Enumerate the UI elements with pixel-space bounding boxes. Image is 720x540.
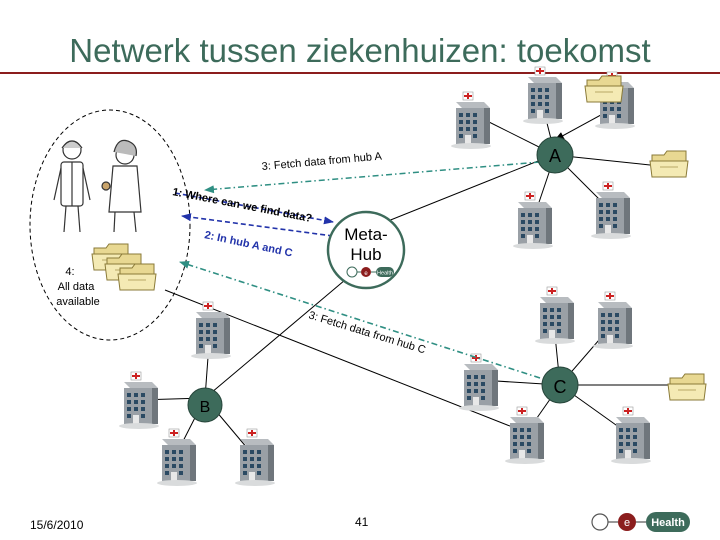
doctor-icon — [53, 140, 91, 233]
process-arrows — [174, 161, 541, 379]
step2-hubs-label: 2: In hub A and C — [203, 229, 293, 259]
ehealth-logo-icon: e Health — [591, 512, 690, 532]
svg-text:Hub: Hub — [350, 245, 381, 264]
title-rule — [0, 72, 720, 74]
svg-text:e: e — [624, 517, 630, 529]
care-team-ellipse — [29, 109, 191, 341]
svg-text:4:: 4: — [65, 266, 74, 278]
step1-where-label: 1: Where can we find data? — [171, 186, 313, 225]
meta-hub: Meta- Hub e Health — [326, 210, 406, 290]
patient-icon — [101, 139, 142, 233]
slide-title: Netwerk tussen ziekenhuizen: toekomst — [69, 32, 651, 69]
step3-fetch-hub-a-label: 3: Fetch data from hub A — [261, 150, 383, 173]
svg-text:B: B — [200, 399, 211, 416]
svg-text:Meta-: Meta- — [344, 225, 387, 244]
page-number: 41 — [355, 515, 369, 529]
hub-b: B — [187, 387, 223, 423]
hub-c: C — [541, 366, 579, 404]
hub-a: A — [536, 136, 574, 174]
step4-all-data-label: 4: All data available — [56, 266, 99, 308]
svg-text:A: A — [549, 146, 561, 166]
svg-text:C: C — [554, 377, 567, 397]
svg-text:All data: All data — [58, 281, 96, 293]
svg-text:e: e — [364, 271, 368, 277]
ehealth-logo-icon: e Health — [346, 266, 394, 278]
step3-fetch-hub-c-label: 3: Fetch data from hub C — [307, 309, 427, 356]
svg-text:available: available — [56, 296, 99, 308]
footer-date: 15/6/2010 — [30, 518, 84, 532]
svg-text:Health: Health — [651, 517, 685, 529]
svg-text:Health: Health — [377, 271, 393, 277]
folder-icon — [91, 243, 157, 291]
